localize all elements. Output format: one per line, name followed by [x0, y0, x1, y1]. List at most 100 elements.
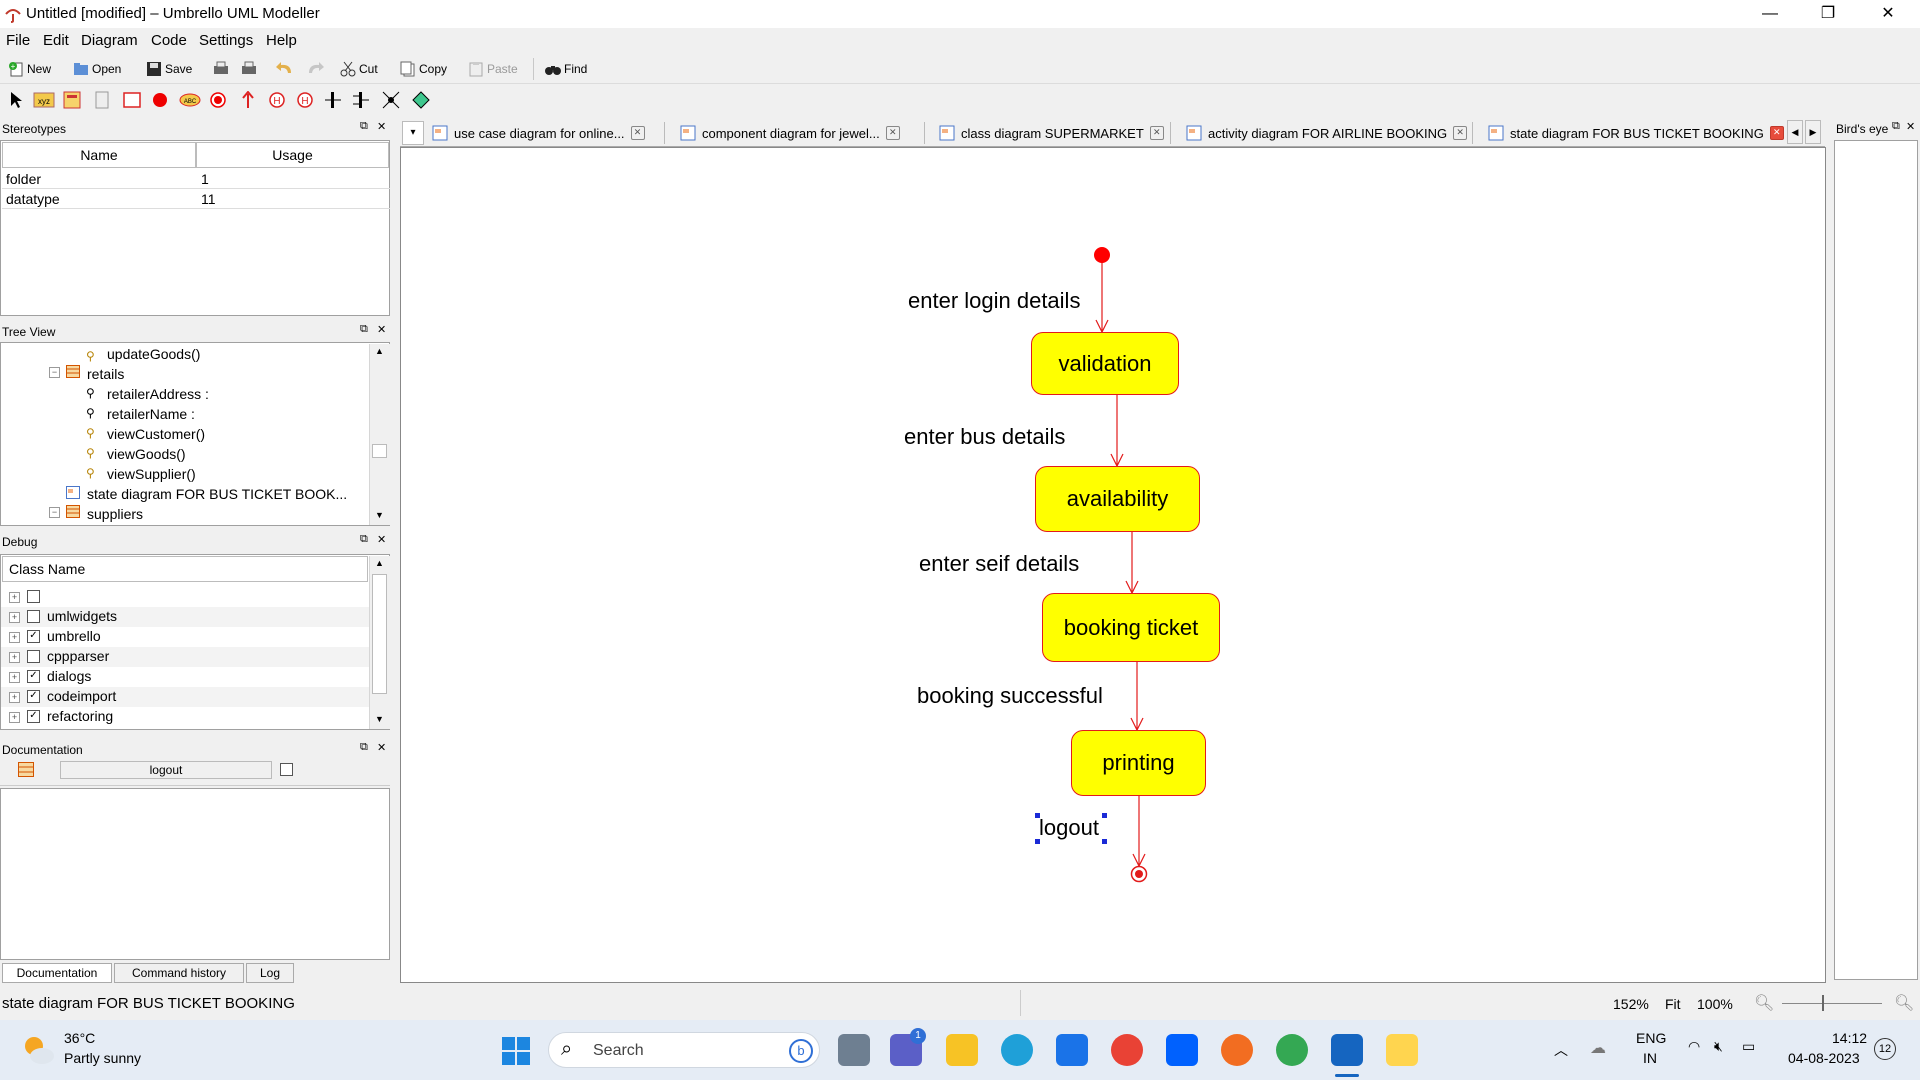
speaker-muted-icon[interactable]: 🔇︎ — [1714, 1038, 1723, 1054]
scroll-up-icon[interactable]: ▲ — [375, 346, 384, 356]
tab-close-icon[interactable]: ✕ — [1769, 126, 1784, 140]
undo-icon[interactable] — [275, 59, 295, 77]
battery-icon[interactable]: ▭ — [1742, 1038, 1756, 1054]
expand-toggle[interactable]: + — [9, 632, 20, 643]
scroll-up-icon[interactable]: ▲ — [375, 558, 384, 568]
debug-checkbox[interactable]: ✓ — [27, 630, 40, 643]
documentation-checkbox[interactable] — [280, 763, 293, 776]
menu-file[interactable]: File — [6, 32, 31, 49]
state-printing[interactable]: printing — [1071, 730, 1206, 796]
debug-scrollbar[interactable]: ▲ ▼ — [369, 556, 390, 729]
column-header-class-name[interactable]: Class Name — [2, 556, 368, 582]
bing-icon[interactable]: b — [789, 1039, 813, 1063]
brave-icon[interactable] — [1221, 1034, 1253, 1066]
expand-toggle[interactable]: + — [9, 592, 20, 603]
onedrive-cloud-icon[interactable]: ☁ — [1590, 1040, 1606, 1057]
junction-icon[interactable] — [382, 91, 400, 109]
list-item[interactable]: + umlwidgets — [1, 607, 369, 627]
file-explorer-icon[interactable] — [946, 1034, 978, 1066]
documentation-editor[interactable] — [0, 788, 390, 960]
tab-close-icon[interactable]: ✕ — [885, 126, 900, 140]
debug-checkbox[interactable]: ✓ — [27, 690, 40, 703]
region-label[interactable]: IN — [1643, 1050, 1657, 1066]
weather-temp[interactable]: 36°C — [64, 1030, 96, 1046]
state-icon[interactable] — [123, 91, 141, 109]
menu-edit[interactable]: Edit — [43, 32, 69, 49]
tab-use-case-diagram[interactable]: use case diagram for online... ✕ — [432, 120, 645, 146]
minimize-button[interactable]: — — [1762, 5, 1778, 22]
dock-float-icon[interactable]: ⧉ — [1892, 120, 1900, 132]
tab-log[interactable]: Log — [246, 963, 294, 983]
text-line-icon[interactable]: xyz — [33, 91, 55, 109]
dock-close-icon[interactable]: ✕ — [1906, 121, 1916, 133]
list-item[interactable]: + ✓ umbrello — [1, 627, 369, 647]
scroll-down-icon[interactable]: ▼ — [375, 510, 384, 520]
copy-button[interactable]: Copy — [400, 58, 447, 80]
find-button[interactable]: Find — [545, 58, 587, 80]
tree-item[interactable]: state diagram FOR BUS TICKET BOOK... — [87, 486, 348, 502]
dock-close-icon[interactable]: ✕ — [377, 742, 387, 754]
tree-item[interactable]: retailerName : — [107, 406, 195, 422]
column-header-usage[interactable]: Usage — [196, 142, 389, 168]
tab-close-icon[interactable]: ✕ — [630, 126, 645, 140]
dock-float-icon[interactable]: ⧉ — [360, 120, 368, 132]
zoom-out-icon[interactable]: 🔍︎ — [1754, 995, 1775, 1012]
fork-icon[interactable] — [352, 91, 370, 109]
initial-state-icon[interactable] — [151, 91, 169, 109]
dock-close-icon[interactable]: ✕ — [377, 324, 387, 336]
tab-list-button[interactable]: ▾ — [402, 121, 424, 145]
tab-command-history[interactable]: Command history — [114, 963, 244, 983]
tree-item[interactable]: suppliers — [87, 506, 144, 522]
collapse-toggle[interactable]: − — [49, 507, 60, 518]
tab-class-diagram[interactable]: class diagram SUPERMARKET ✕ — [939, 120, 1164, 146]
weather-desc[interactable]: Partly sunny — [64, 1050, 142, 1066]
table-row[interactable]: folder 1 — [2, 169, 390, 189]
tree-item[interactable]: viewGoods() — [107, 446, 186, 462]
tree-item[interactable]: viewCustomer() — [107, 426, 206, 442]
zoom-in-icon[interactable]: 🔍︎ — [1894, 995, 1915, 1012]
debug-checkbox[interactable] — [27, 610, 40, 623]
state-booking-ticket[interactable]: booking ticket — [1042, 593, 1220, 662]
transition-label-selected[interactable]: logout — [1039, 815, 1099, 840]
debug-checkbox[interactable] — [27, 590, 40, 603]
expand-toggle[interactable]: + — [9, 712, 20, 723]
tree-item[interactable]: retailerAddress : — [107, 386, 209, 402]
weather-icon[interactable] — [20, 1034, 56, 1066]
tree-scrollbar[interactable]: ▲ ▼ — [369, 344, 390, 525]
chevron-up-icon[interactable]: ︿ — [1554, 1042, 1568, 1058]
scroll-down-icon[interactable]: ▼ — [375, 714, 384, 724]
join-icon[interactable] — [324, 91, 342, 109]
box-icon[interactable] — [93, 91, 111, 109]
tree-item[interactable]: retails — [87, 366, 125, 382]
print-preview-icon[interactable] — [240, 60, 258, 78]
zoom-slider-handle[interactable] — [1822, 995, 1824, 1011]
expand-toggle[interactable]: + — [9, 692, 20, 703]
state-availability[interactable]: availability — [1035, 466, 1200, 532]
tree-item[interactable]: viewSupplier() — [107, 466, 196, 482]
column-header-name[interactable]: Name — [2, 142, 196, 168]
transition-label[interactable]: booking successful — [917, 683, 1103, 708]
collapse-toggle[interactable]: − — [49, 367, 60, 378]
new-button[interactable]: + New — [8, 58, 51, 80]
tree-item[interactable]: updateGoods() — [107, 346, 201, 362]
clock-date[interactable]: 04-08-2023 — [1788, 1050, 1860, 1066]
menu-settings[interactable]: Settings — [199, 32, 254, 49]
dock-float-icon[interactable]: ⧉ — [360, 323, 368, 335]
note-icon[interactable] — [63, 91, 81, 109]
sticky-notes-icon[interactable] — [1386, 1034, 1418, 1066]
list-item[interactable]: + ✓ dialogs — [1, 667, 369, 687]
debug-checkbox[interactable]: ✓ — [27, 670, 40, 683]
open-button[interactable]: Open — [73, 58, 121, 80]
transition-label[interactable]: enter seif details — [919, 551, 1080, 576]
list-item[interactable]: + cppparser — [1, 647, 369, 667]
debug-checkbox[interactable] — [27, 650, 40, 663]
print-icon[interactable] — [212, 60, 230, 78]
tab-documentation[interactable]: Documentation — [2, 963, 112, 983]
fit-button[interactable]: Fit — [1665, 996, 1681, 1012]
search-box[interactable]: ⌕ Search b — [548, 1032, 820, 1068]
dock-close-icon[interactable]: ✕ — [377, 121, 387, 133]
zoom-slider[interactable] — [1782, 1003, 1882, 1004]
state-validation[interactable]: validation — [1031, 332, 1179, 395]
menu-diagram[interactable]: Diagram — [81, 32, 138, 49]
expand-toggle[interactable]: + — [9, 652, 20, 663]
